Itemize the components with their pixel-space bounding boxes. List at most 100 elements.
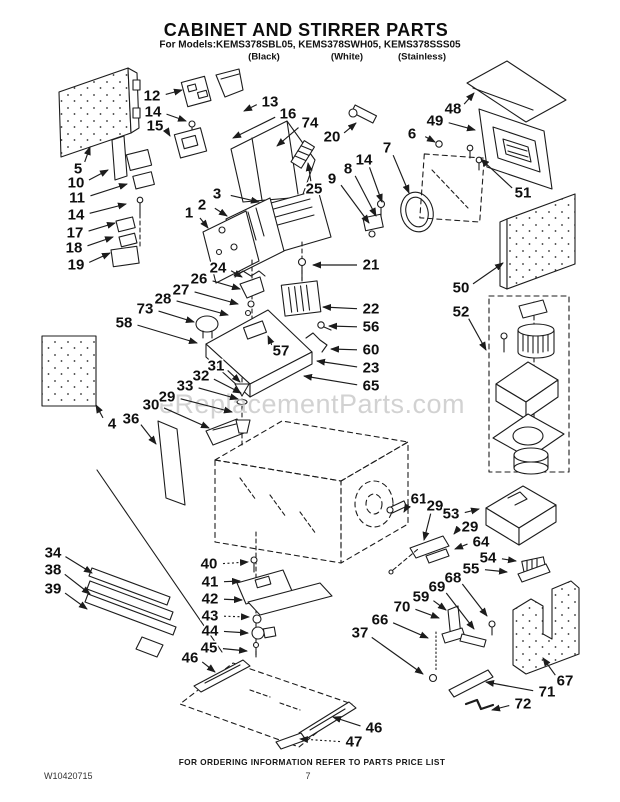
finish-black-label: (Black) xyxy=(248,52,280,63)
leader-arrow-70 xyxy=(415,608,440,619)
leader-arrow-68 xyxy=(461,583,488,617)
leader-arrow-2 xyxy=(214,207,228,217)
part-label-42: 42 xyxy=(202,591,219,608)
leader-arrow-37 xyxy=(371,636,424,675)
part-label-12: 12 xyxy=(144,88,161,105)
stirrer-blade-shape xyxy=(517,323,555,359)
blower-housing-detail xyxy=(431,169,469,209)
part-label-30: 30 xyxy=(143,397,160,414)
screw-20-shape xyxy=(348,104,378,124)
part-label-11: 11 xyxy=(69,190,85,207)
part-label-23: 23 xyxy=(363,360,380,377)
panel-4-shape xyxy=(41,335,97,407)
part-label-64: 64 xyxy=(473,534,490,551)
part-label-16: 16 xyxy=(280,106,297,123)
part-label-10: 10 xyxy=(68,175,85,192)
guide-line xyxy=(96,469,223,653)
leader-arrow-20 xyxy=(343,122,357,134)
leader-arrow-52 xyxy=(468,318,487,351)
leader-arrow-54 xyxy=(501,556,517,564)
side-panel-shape xyxy=(58,67,141,158)
leader-arrow-1 xyxy=(199,217,209,229)
bracket-26-shape xyxy=(239,276,265,299)
leader-arrow-31 xyxy=(227,370,241,383)
leader-arrow-7 xyxy=(392,154,410,194)
part-label-14: 14 xyxy=(145,104,162,121)
part-label-1: 1 xyxy=(185,205,193,222)
models-line: For Models:KEMS378SBL05, KEMS378SWH05, K… xyxy=(159,40,461,51)
part-label-51: 51 xyxy=(515,185,532,202)
bottom-fasteners-shapes xyxy=(236,531,333,659)
finish-stainless-label: (Stainless) xyxy=(398,52,446,63)
part-label-39: 39 xyxy=(45,581,62,598)
part-label-28: 28 xyxy=(155,291,172,308)
part-label-25: 25 xyxy=(306,181,323,198)
switch-54-55-shapes xyxy=(517,556,551,583)
leader-arrow-34 xyxy=(65,556,93,574)
leader-arrow-46 xyxy=(201,661,216,673)
latch-shapes xyxy=(428,605,496,683)
part-label-21: 21 xyxy=(363,257,380,274)
leader-arrow-74 xyxy=(276,127,299,147)
leader-arrow-6 xyxy=(424,135,436,143)
motor-mount-shapes xyxy=(362,213,384,238)
leader-arrow-29 xyxy=(453,525,462,535)
leader-arrow-53 xyxy=(464,507,480,515)
leader-arrow-66 xyxy=(392,622,429,639)
leader-arrow-5 xyxy=(84,146,91,163)
stirrer-cover-shape xyxy=(513,447,549,475)
part-label-36: 36 xyxy=(123,411,140,428)
part-label-70: 70 xyxy=(394,599,411,616)
leader-arrow-47 xyxy=(299,736,341,744)
part-label-33: 33 xyxy=(177,378,194,395)
leader-arrow-16 xyxy=(232,116,276,139)
part-label-59: 59 xyxy=(413,589,430,606)
leader-arrow-43 xyxy=(223,613,250,621)
part-label-61: 61 xyxy=(411,491,428,508)
bracket-29-64-shapes xyxy=(388,535,450,575)
part-label-54: 54 xyxy=(480,550,497,567)
leader-arrow-18 xyxy=(87,236,114,247)
screw-37-shape xyxy=(428,673,438,683)
leader-arrow-59 xyxy=(433,600,447,611)
part-label-43: 43 xyxy=(202,608,219,625)
part-label-8: 8 xyxy=(344,161,352,178)
leader-arrow-17 xyxy=(88,221,116,232)
leader-arrow-29 xyxy=(180,398,233,414)
part-label-34: 34 xyxy=(45,545,62,562)
part-labels: 1214151316745101114171819321242627287358… xyxy=(43,86,575,753)
leader-arrow-64 xyxy=(454,542,468,550)
leader-arrow-25 xyxy=(305,162,313,182)
leader-arrow-9 xyxy=(340,184,370,224)
rack-rails-shapes xyxy=(84,567,177,658)
part-label-32: 32 xyxy=(193,368,210,385)
leader-arrow-3 xyxy=(230,194,260,204)
leader-arrow-36 xyxy=(140,424,157,445)
finish-white-label: (White) xyxy=(331,52,363,63)
leader-arrow-49 xyxy=(448,122,476,132)
leader-arrow-69 xyxy=(445,592,475,630)
part-label-38: 38 xyxy=(45,562,62,579)
part-label-17: 17 xyxy=(67,225,84,242)
part-label-68: 68 xyxy=(445,570,462,587)
ring-gasket-7-shape xyxy=(400,191,434,233)
u-panel-67-shape xyxy=(512,580,580,675)
strip-36-shape xyxy=(157,420,186,506)
leader-arrow-27 xyxy=(194,291,239,306)
leader-arrow-29 xyxy=(422,513,432,541)
leader-arrow-15 xyxy=(162,127,171,137)
leader-arrow-45 xyxy=(222,646,248,654)
leader-arrow-32 xyxy=(213,378,242,394)
leader-arrow-14 xyxy=(89,202,127,214)
part-label-18: 18 xyxy=(66,240,83,257)
part-label-66: 66 xyxy=(372,612,389,629)
leader-arrow-40 xyxy=(222,559,249,567)
screw-68-shape xyxy=(488,620,496,628)
part-label-29: 29 xyxy=(427,498,444,515)
part-label-65: 65 xyxy=(363,378,380,395)
bracket-13-shape xyxy=(215,68,244,98)
floor-panel-shape xyxy=(179,659,357,750)
screw-61-shape xyxy=(386,500,408,514)
part-label-26: 26 xyxy=(191,271,208,288)
